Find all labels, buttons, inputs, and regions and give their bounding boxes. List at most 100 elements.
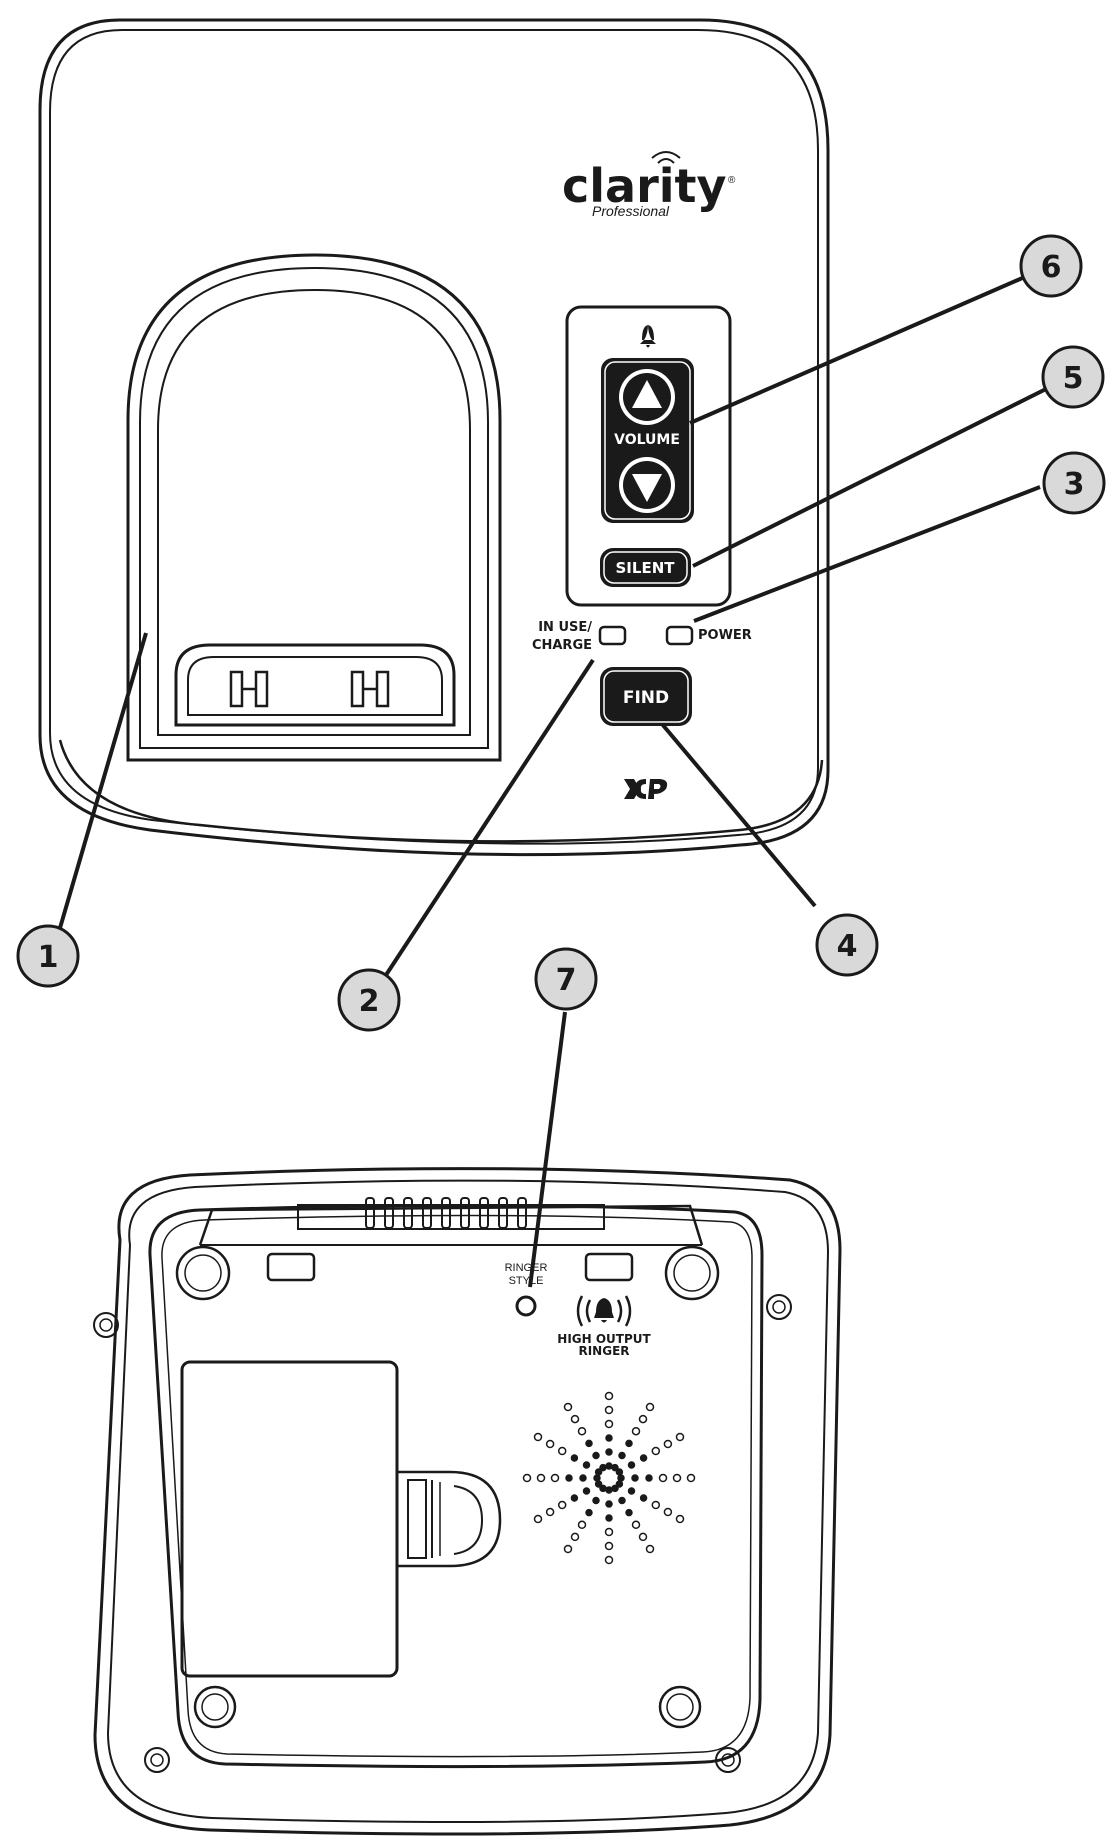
speaker-hole xyxy=(663,1507,673,1517)
leader-line-1 xyxy=(58,632,148,929)
leader-line-5 xyxy=(692,385,1051,568)
speaker-hole xyxy=(611,1484,619,1493)
charging-contact-left xyxy=(229,670,269,708)
callout-7: 7 xyxy=(534,947,598,1011)
in-use-label-line2: CHARGE xyxy=(532,638,592,653)
speaker-hole xyxy=(615,1480,624,1488)
speaker-hole xyxy=(645,1544,655,1554)
speaker-hole xyxy=(604,1405,614,1415)
foot-bottom-right xyxy=(658,1685,702,1729)
speaker-hole xyxy=(577,1520,587,1530)
speaker-hole xyxy=(599,1484,607,1493)
speaker-hole xyxy=(631,1426,641,1436)
speaker-hole xyxy=(593,1474,601,1482)
ringer-style-label-line2: STYLE xyxy=(509,1275,544,1287)
svg-text:4: 4 xyxy=(837,929,858,964)
brand-name: clarity xyxy=(562,159,727,213)
leader-line-7 xyxy=(528,1011,567,1288)
speaker-hole xyxy=(599,1463,607,1472)
speaker-hole xyxy=(604,1419,614,1429)
callout-3: 3 xyxy=(1042,451,1106,515)
speaker-hole xyxy=(579,1474,587,1482)
speaker-hole xyxy=(605,1514,613,1522)
speaker-hole xyxy=(585,1508,593,1517)
speaker-hole xyxy=(675,1514,685,1524)
speaker-hole xyxy=(577,1426,587,1436)
bottom-outer-shell xyxy=(93,1167,842,1836)
speaker-hole xyxy=(651,1446,661,1456)
connector-slots xyxy=(365,1197,527,1229)
speaker-hole xyxy=(672,1473,682,1483)
callout-2: 2 xyxy=(337,968,401,1032)
speaker-hole xyxy=(663,1439,673,1449)
svg-text:6: 6 xyxy=(1041,250,1062,285)
speaker-hole xyxy=(638,1414,648,1424)
triangle-down-icon xyxy=(632,474,662,502)
find-button[interactable]: FIND xyxy=(600,667,692,726)
leader-line-2 xyxy=(384,658,595,977)
leader-line-3 xyxy=(693,485,1041,623)
ringer-style-button[interactable] xyxy=(515,1295,537,1317)
bottom-inner-panel-2 xyxy=(161,1214,753,1758)
speaker-hole xyxy=(617,1474,625,1482)
ringer-bell-icon xyxy=(594,1298,614,1323)
speaker-hole xyxy=(570,1454,579,1462)
speaker-hole xyxy=(570,1414,580,1424)
volume-label: VOLUME xyxy=(614,432,680,448)
speaker-hole xyxy=(545,1507,555,1517)
speaker-hole xyxy=(645,1474,653,1482)
leader-line-4 xyxy=(660,722,817,908)
speaker-hole xyxy=(592,1451,600,1460)
speaker-hole xyxy=(627,1487,636,1495)
bottom-inner-panel xyxy=(148,1203,764,1769)
svg-text:3: 3 xyxy=(1064,467,1085,502)
speaker-hole xyxy=(605,1500,613,1508)
speaker-hole xyxy=(550,1473,560,1483)
silent-label: SILENT xyxy=(616,559,676,577)
speaker-hole xyxy=(686,1473,696,1483)
speaker-hole xyxy=(605,1462,613,1470)
brand-subtitle: Professional xyxy=(592,203,670,219)
front-view xyxy=(38,18,830,857)
speaker-hole xyxy=(611,1463,619,1472)
speaker-hole xyxy=(605,1486,613,1494)
speaker-hole xyxy=(615,1468,624,1476)
speaker-hole xyxy=(645,1402,655,1412)
speaker-hole xyxy=(563,1544,573,1554)
volume-rocker[interactable]: VOLUME xyxy=(601,358,694,523)
charging-pocket xyxy=(174,643,456,727)
speaker-hole xyxy=(627,1461,636,1469)
battery-cover-tab xyxy=(397,1470,502,1568)
high-output-label-line2: RINGER xyxy=(578,1344,629,1358)
speaker-hole xyxy=(570,1494,579,1502)
svg-text:7: 7 xyxy=(556,963,577,998)
speaker-hole xyxy=(625,1508,633,1517)
speaker-hole xyxy=(618,1496,626,1505)
screw-right-bottom xyxy=(715,1747,741,1773)
power-led xyxy=(665,625,694,646)
speaker-hole xyxy=(631,1474,639,1482)
speaker-hole xyxy=(604,1555,614,1565)
speaker-hole xyxy=(605,1434,613,1442)
charging-pocket-inner xyxy=(187,656,443,716)
speaker-hole xyxy=(631,1520,641,1530)
find-label: FIND xyxy=(623,688,669,708)
speaker-grille xyxy=(522,1391,696,1565)
bell-icon xyxy=(640,324,656,348)
handset-cradle-outer xyxy=(126,253,502,762)
charging-contact-right xyxy=(350,670,390,708)
speaker-hole xyxy=(594,1480,603,1488)
sound-waves-icon xyxy=(576,1295,632,1327)
speaker-hole xyxy=(604,1527,614,1537)
wireless-arcs-icon xyxy=(651,151,681,164)
speaker-hole xyxy=(570,1532,580,1542)
silent-button[interactable]: SILENT xyxy=(600,548,691,587)
power-label: POWER xyxy=(698,628,752,643)
screw-right-top xyxy=(766,1294,792,1320)
callout-1: 1 xyxy=(16,924,80,988)
callout-lines xyxy=(58,274,1051,1288)
brand-registered: ® xyxy=(728,175,736,186)
speaker-hole xyxy=(605,1448,613,1456)
bottom-outer-shell-2 xyxy=(106,1179,830,1823)
handset-cradle-inner xyxy=(157,288,471,736)
